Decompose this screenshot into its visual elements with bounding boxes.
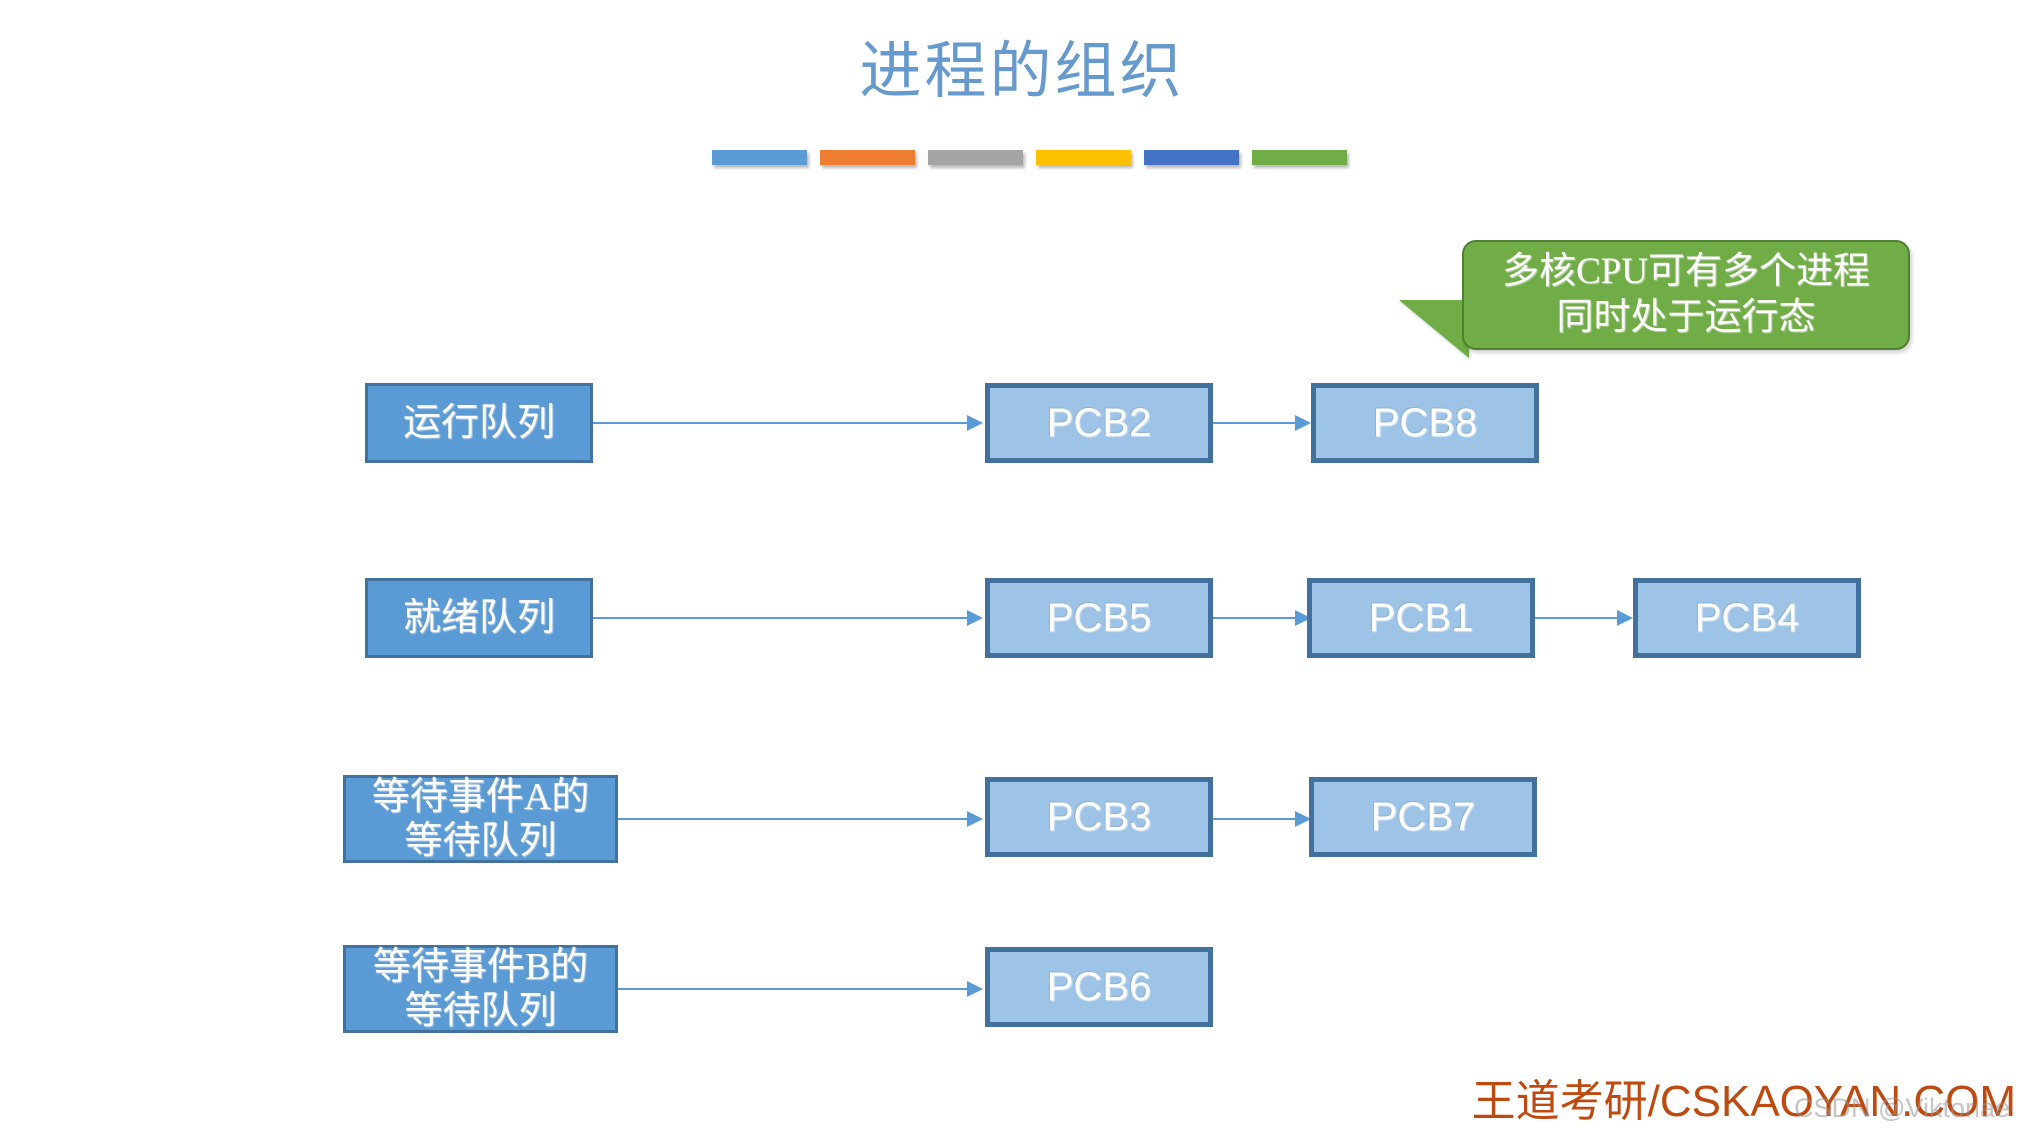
arrow-shaft xyxy=(618,818,967,820)
node-pcb2[interactable]: PCB2 xyxy=(985,383,1213,463)
node-pcb2-label: PCB2 xyxy=(1046,401,1152,445)
node-pcb7-label: PCB7 xyxy=(1370,795,1476,839)
node-pcb8[interactable]: PCB8 xyxy=(1311,383,1539,463)
decoration-bar-strip xyxy=(712,150,1347,165)
arrow-shaft xyxy=(1535,617,1617,619)
arrow-pcb1-to-pcb4 xyxy=(1535,610,1633,626)
node-pcb5-label: PCB5 xyxy=(1046,596,1152,640)
arrow-head xyxy=(967,811,983,827)
watermark-brand: 王道考研/CSKAOYAN.COM xyxy=(1471,1077,2016,1126)
arrow-shaft xyxy=(1213,818,1295,820)
arrow-head xyxy=(1295,811,1311,827)
node-pcb4[interactable]: PCB4 xyxy=(1633,578,1861,658)
callout-multicore-cpu: 多核CPU可有多个进程 同时处于运行态 xyxy=(1462,240,1910,350)
arrow-shaft xyxy=(618,988,967,990)
arrow-head xyxy=(1617,610,1633,626)
arrow-shaft xyxy=(593,617,967,619)
node-pcb1[interactable]: PCB1 xyxy=(1307,578,1535,658)
watermark-csdn: CSDN @Viktoriae xyxy=(1794,1093,2010,1123)
node-wait-queue-b-label-line-2: 等待队列 xyxy=(404,990,557,1032)
arrow-head xyxy=(967,981,983,997)
deco-bar-orange xyxy=(820,150,915,165)
arrow-wait-queue-a-to-pcb3 xyxy=(618,811,983,827)
arrow-ready-queue-to-pcb5 xyxy=(593,610,983,626)
deco-bar-green xyxy=(1252,150,1347,165)
node-run-queue-label: 运行队列 xyxy=(402,402,555,444)
arrow-run-queue-to-pcb2 xyxy=(593,415,983,431)
callout-line-1: 多核CPU可有多个进程 xyxy=(1502,251,1870,292)
callout-line-2: 同时处于运行态 xyxy=(1556,297,1816,338)
arrow-shaft xyxy=(593,422,967,424)
node-wait-queue-a[interactable]: 等待事件A的 等待队列 xyxy=(343,775,618,863)
node-pcb6[interactable]: PCB6 xyxy=(985,947,1213,1027)
node-pcb4-label: PCB4 xyxy=(1694,596,1800,640)
deco-bar-yellow xyxy=(1036,150,1131,165)
node-pcb7[interactable]: PCB7 xyxy=(1309,777,1537,857)
node-ready-queue[interactable]: 就绪队列 xyxy=(365,578,593,658)
arrow-head xyxy=(967,610,983,626)
node-pcb1-label: PCB1 xyxy=(1368,596,1474,640)
arrow-wait-queue-b-to-pcb6 xyxy=(618,981,983,997)
node-pcb3[interactable]: PCB3 xyxy=(985,777,1213,857)
arrow-shaft xyxy=(1213,422,1295,424)
node-wait-queue-a-label-line-1: 等待事件A的 xyxy=(371,776,590,818)
node-pcb8-label: PCB8 xyxy=(1372,401,1478,445)
node-wait-queue-a-label-line-2: 等待队列 xyxy=(404,820,557,862)
arrow-shaft xyxy=(1213,617,1295,619)
node-pcb3-label: PCB3 xyxy=(1046,795,1152,839)
arrow-head xyxy=(1295,415,1311,431)
arrow-pcb5-to-pcb1 xyxy=(1213,610,1311,626)
arrow-pcb2-to-pcb8 xyxy=(1213,415,1311,431)
deco-bar-dark-blue xyxy=(1144,150,1239,165)
deco-bar-blue xyxy=(712,150,807,165)
page-title: 进程的组织 xyxy=(859,38,1185,106)
callout-tail xyxy=(1399,300,1469,358)
deco-bar-gray xyxy=(928,150,1023,165)
node-run-queue[interactable]: 运行队列 xyxy=(365,383,593,463)
arrow-head xyxy=(967,415,983,431)
arrow-pcb3-to-pcb7 xyxy=(1213,811,1311,827)
node-wait-queue-b[interactable]: 等待事件B的 等待队列 xyxy=(343,945,618,1033)
node-pcb5[interactable]: PCB5 xyxy=(985,578,1213,658)
node-ready-queue-label: 就绪队列 xyxy=(402,597,555,639)
node-pcb6-label: PCB6 xyxy=(1046,965,1152,1009)
node-wait-queue-b-label-line-1: 等待事件B的 xyxy=(372,946,589,988)
